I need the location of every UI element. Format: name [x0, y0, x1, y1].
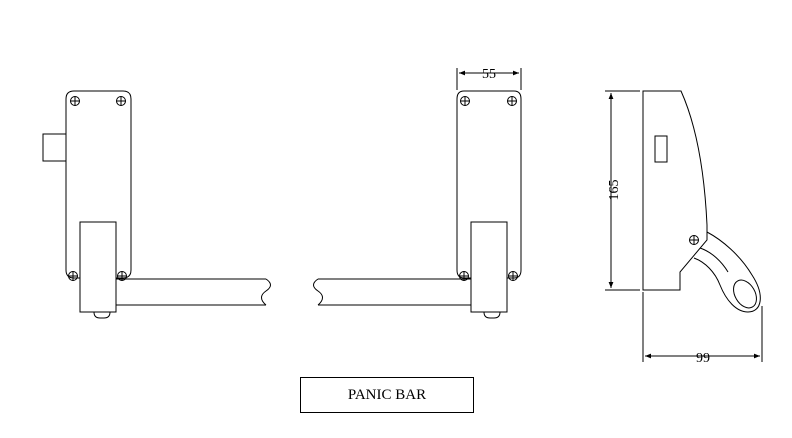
- dimension-width: [456, 68, 522, 90]
- screw-icon: [507, 96, 517, 106]
- lever-loop: [733, 279, 757, 309]
- side-slot: [654, 135, 668, 163]
- dimension-depth: [642, 292, 763, 362]
- drawing-title: PANIC BAR: [300, 377, 474, 413]
- lever-arm-inner: [699, 247, 729, 273]
- bracket-foot-right: [483, 311, 501, 319]
- screw-icon: [460, 96, 470, 106]
- bar-bracket-right: [470, 221, 508, 313]
- lock-plate-left: [65, 90, 132, 279]
- screw-icon: [508, 271, 518, 281]
- dimension-height: [605, 90, 640, 291]
- dimension-label-width: 55: [482, 67, 496, 82]
- screw-icon: [68, 271, 78, 281]
- screw-icon: [689, 235, 699, 245]
- dimension-label-height: 165: [607, 180, 622, 201]
- screw-icon: [70, 96, 80, 106]
- right-lock-view: [313, 68, 522, 319]
- latch-bolt: [42, 133, 67, 162]
- push-bar-right: [313, 278, 471, 306]
- bar-bracket-left: [79, 221, 117, 313]
- lever-arm: [693, 231, 761, 313]
- dimension-label-depth: 99: [696, 351, 710, 366]
- left-lock-view: [42, 90, 271, 319]
- push-bar-left: [116, 278, 271, 306]
- screw-icon: [116, 96, 126, 106]
- side-view: [605, 90, 763, 362]
- lock-plate-right: [456, 90, 522, 279]
- bracket-foot-left: [93, 311, 111, 319]
- screw-icon: [117, 271, 127, 281]
- side-body: [642, 90, 708, 291]
